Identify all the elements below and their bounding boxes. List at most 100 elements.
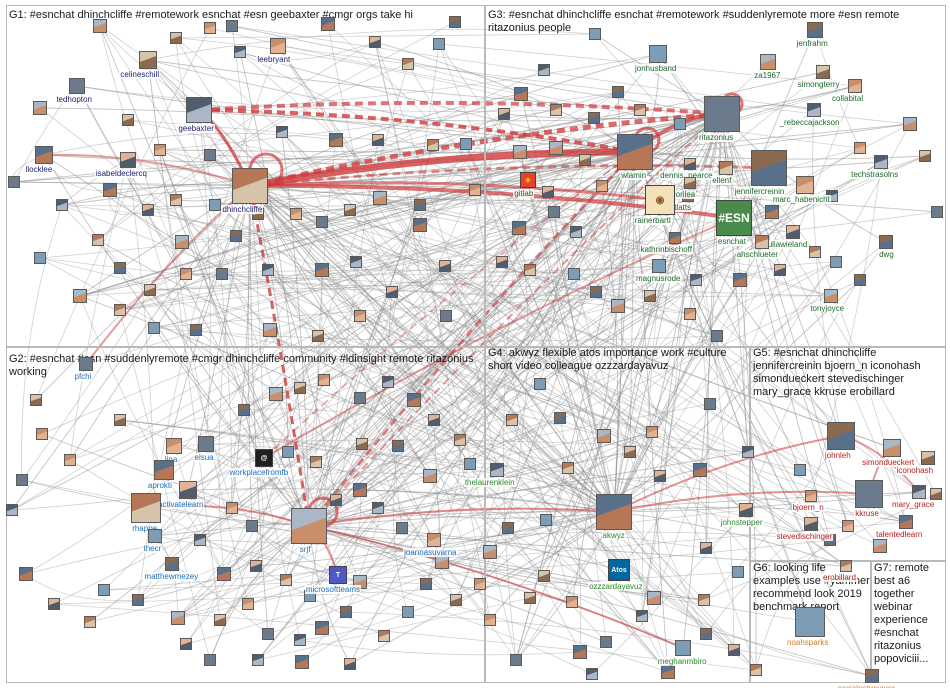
avatar[interactable] xyxy=(175,235,189,249)
avatar[interactable] xyxy=(854,142,866,154)
avatar[interactable] xyxy=(402,606,414,618)
avatar[interactable] xyxy=(340,606,352,618)
avatar[interactable] xyxy=(534,378,546,390)
node-wlamin[interactable]: wlamin xyxy=(617,134,653,170)
avatar[interactable] xyxy=(586,668,598,680)
avatar[interactable] xyxy=(469,184,481,196)
avatar[interactable] xyxy=(238,404,250,416)
avatar[interactable] xyxy=(122,114,134,126)
avatar[interactable] xyxy=(84,616,96,628)
avatar[interactable] xyxy=(693,463,707,477)
avatar[interactable] xyxy=(711,330,723,342)
avatar[interactable] xyxy=(704,398,716,410)
avatar[interactable] xyxy=(217,567,231,581)
avatar[interactable] xyxy=(496,256,508,268)
avatar[interactable] xyxy=(144,284,156,296)
avatar[interactable] xyxy=(636,610,648,622)
avatar[interactable] xyxy=(262,264,274,276)
avatar[interactable] xyxy=(732,566,744,578)
avatar[interactable] xyxy=(316,216,328,228)
avatar[interactable] xyxy=(644,290,656,302)
avatar[interactable] xyxy=(114,304,126,316)
avatar[interactable] xyxy=(226,20,238,32)
avatar[interactable] xyxy=(372,502,384,514)
avatar[interactable] xyxy=(356,438,368,450)
avatar[interactable] xyxy=(454,434,466,446)
avatar[interactable] xyxy=(170,194,182,206)
avatar[interactable] xyxy=(180,638,192,650)
node-activatelearn[interactable]: activatelearn xyxy=(179,481,197,499)
node-thecr[interactable]: thecr xyxy=(148,529,162,543)
node-joannasuvarna[interactable]: joannasuvarna xyxy=(427,533,441,547)
avatar[interactable] xyxy=(353,483,367,497)
avatar[interactable] xyxy=(372,134,384,146)
avatar[interactable] xyxy=(612,86,624,98)
avatar[interactable] xyxy=(420,578,432,590)
avatar[interactable] xyxy=(562,462,574,474)
avatar[interactable] xyxy=(919,150,931,162)
avatar[interactable] xyxy=(514,87,528,101)
avatar[interactable] xyxy=(16,474,28,486)
avatar[interactable] xyxy=(216,268,228,280)
node-johnstepper[interactable]: johnstepper xyxy=(739,503,753,517)
avatar[interactable] xyxy=(661,665,675,679)
avatar[interactable] xyxy=(34,252,46,264)
avatar[interactable] xyxy=(597,429,611,443)
node-leebryant[interactable]: leebryant xyxy=(270,38,286,54)
node-iconohash[interactable]: iconohash xyxy=(921,451,935,465)
avatar[interactable] xyxy=(98,584,110,596)
node-jonhusband[interactable]: jonhusband xyxy=(649,45,667,63)
avatar[interactable] xyxy=(794,464,806,476)
avatar[interactable] xyxy=(542,186,554,198)
node-lorilea[interactable]: lorilea xyxy=(684,177,696,189)
node-socialnetweaver[interactable]: socialnetweaver xyxy=(865,669,879,683)
avatar[interactable] xyxy=(903,117,917,131)
avatar[interactable] xyxy=(294,382,306,394)
avatar[interactable] xyxy=(36,428,48,440)
avatar[interactable] xyxy=(646,426,658,438)
avatar[interactable] xyxy=(512,221,526,235)
avatar[interactable] xyxy=(290,208,302,220)
avatar[interactable] xyxy=(92,234,104,246)
avatar[interactable] xyxy=(540,514,552,526)
avatar[interactable] xyxy=(315,263,329,277)
avatar[interactable] xyxy=(524,592,536,604)
avatar[interactable] xyxy=(750,664,762,676)
avatar[interactable] xyxy=(344,658,356,670)
avatar[interactable] xyxy=(263,323,277,337)
avatar[interactable] xyxy=(330,494,342,506)
node-ellenf[interactable]: ellenf xyxy=(719,161,733,175)
avatar[interactable] xyxy=(433,38,445,50)
node-ahschlueter[interactable]: ahschlueter xyxy=(755,235,769,249)
node-llocklee[interactable]: llocklee xyxy=(35,146,53,164)
node-marc_habenicht[interactable]: marc_habenicht xyxy=(796,176,814,194)
avatar[interactable] xyxy=(48,598,60,610)
avatar[interactable] xyxy=(513,145,527,159)
avatar[interactable] xyxy=(312,330,324,342)
avatar[interactable] xyxy=(588,112,600,124)
avatar[interactable] xyxy=(460,138,472,150)
avatar[interactable] xyxy=(549,141,563,155)
node-techstrasolns[interactable]: techstrasolns xyxy=(874,155,888,169)
avatar[interactable] xyxy=(392,440,404,452)
avatar[interactable] xyxy=(742,446,754,458)
avatar[interactable] xyxy=(354,392,366,404)
avatar[interactable] xyxy=(502,522,514,534)
avatar[interactable] xyxy=(154,144,166,156)
avatar[interactable] xyxy=(246,520,258,532)
avatar[interactable] xyxy=(329,133,343,147)
avatar[interactable] xyxy=(214,614,226,626)
avatar[interactable] xyxy=(204,654,216,666)
node-tonyjoyce[interactable]: tonyjoyce xyxy=(824,289,838,303)
avatar[interactable] xyxy=(765,205,779,219)
avatar[interactable] xyxy=(506,414,518,426)
avatar[interactable] xyxy=(250,560,262,572)
avatar[interactable] xyxy=(854,274,866,286)
avatar[interactable] xyxy=(204,149,216,161)
avatar[interactable] xyxy=(73,289,87,303)
node-erobillard[interactable]: erobillard xyxy=(840,560,852,572)
avatar[interactable] xyxy=(830,256,842,268)
avatar[interactable] xyxy=(252,654,264,666)
node-magnusrode[interactable]: magnusrode xyxy=(652,259,666,273)
avatar[interactable] xyxy=(634,104,646,116)
